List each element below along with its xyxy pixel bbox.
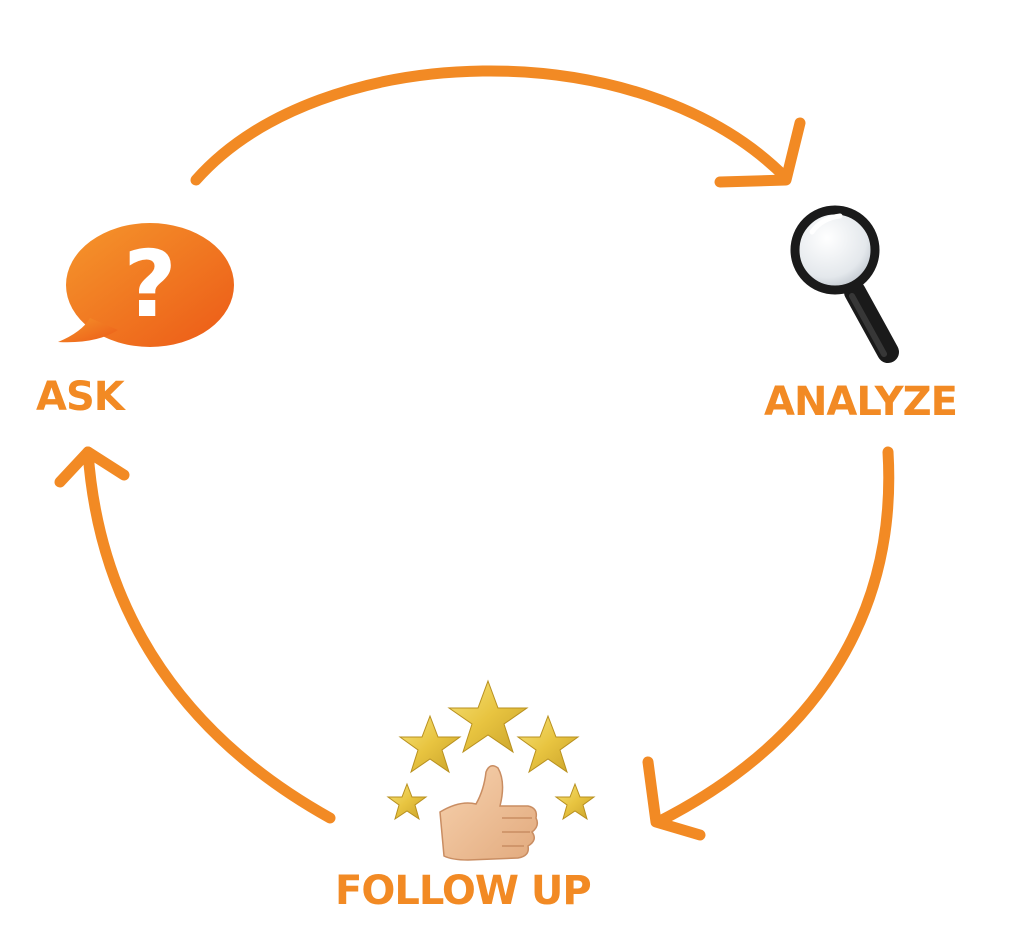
star-icon <box>447 679 529 754</box>
star-icon <box>516 714 580 774</box>
arrow-followup-to-ask <box>54 446 336 824</box>
arrow-ask-to-analyze <box>190 65 806 188</box>
svg-text:?: ? <box>123 231 176 338</box>
star-icon <box>398 714 462 774</box>
step-label-ask: ASK <box>36 374 125 420</box>
thumbs-up-icon <box>439 765 539 861</box>
step-label-follow-up: FOLLOW UP <box>335 868 592 914</box>
question-speech-bubble-icon: ? <box>58 223 234 347</box>
magnifying-glass-icon <box>790 205 899 363</box>
star-icon <box>386 782 428 821</box>
star-icon <box>554 782 596 821</box>
thumbs-up-stars-icon <box>386 679 596 861</box>
step-label-analyze: ANALYZE <box>764 379 958 425</box>
arrow-analyze-to-followup <box>642 446 895 841</box>
